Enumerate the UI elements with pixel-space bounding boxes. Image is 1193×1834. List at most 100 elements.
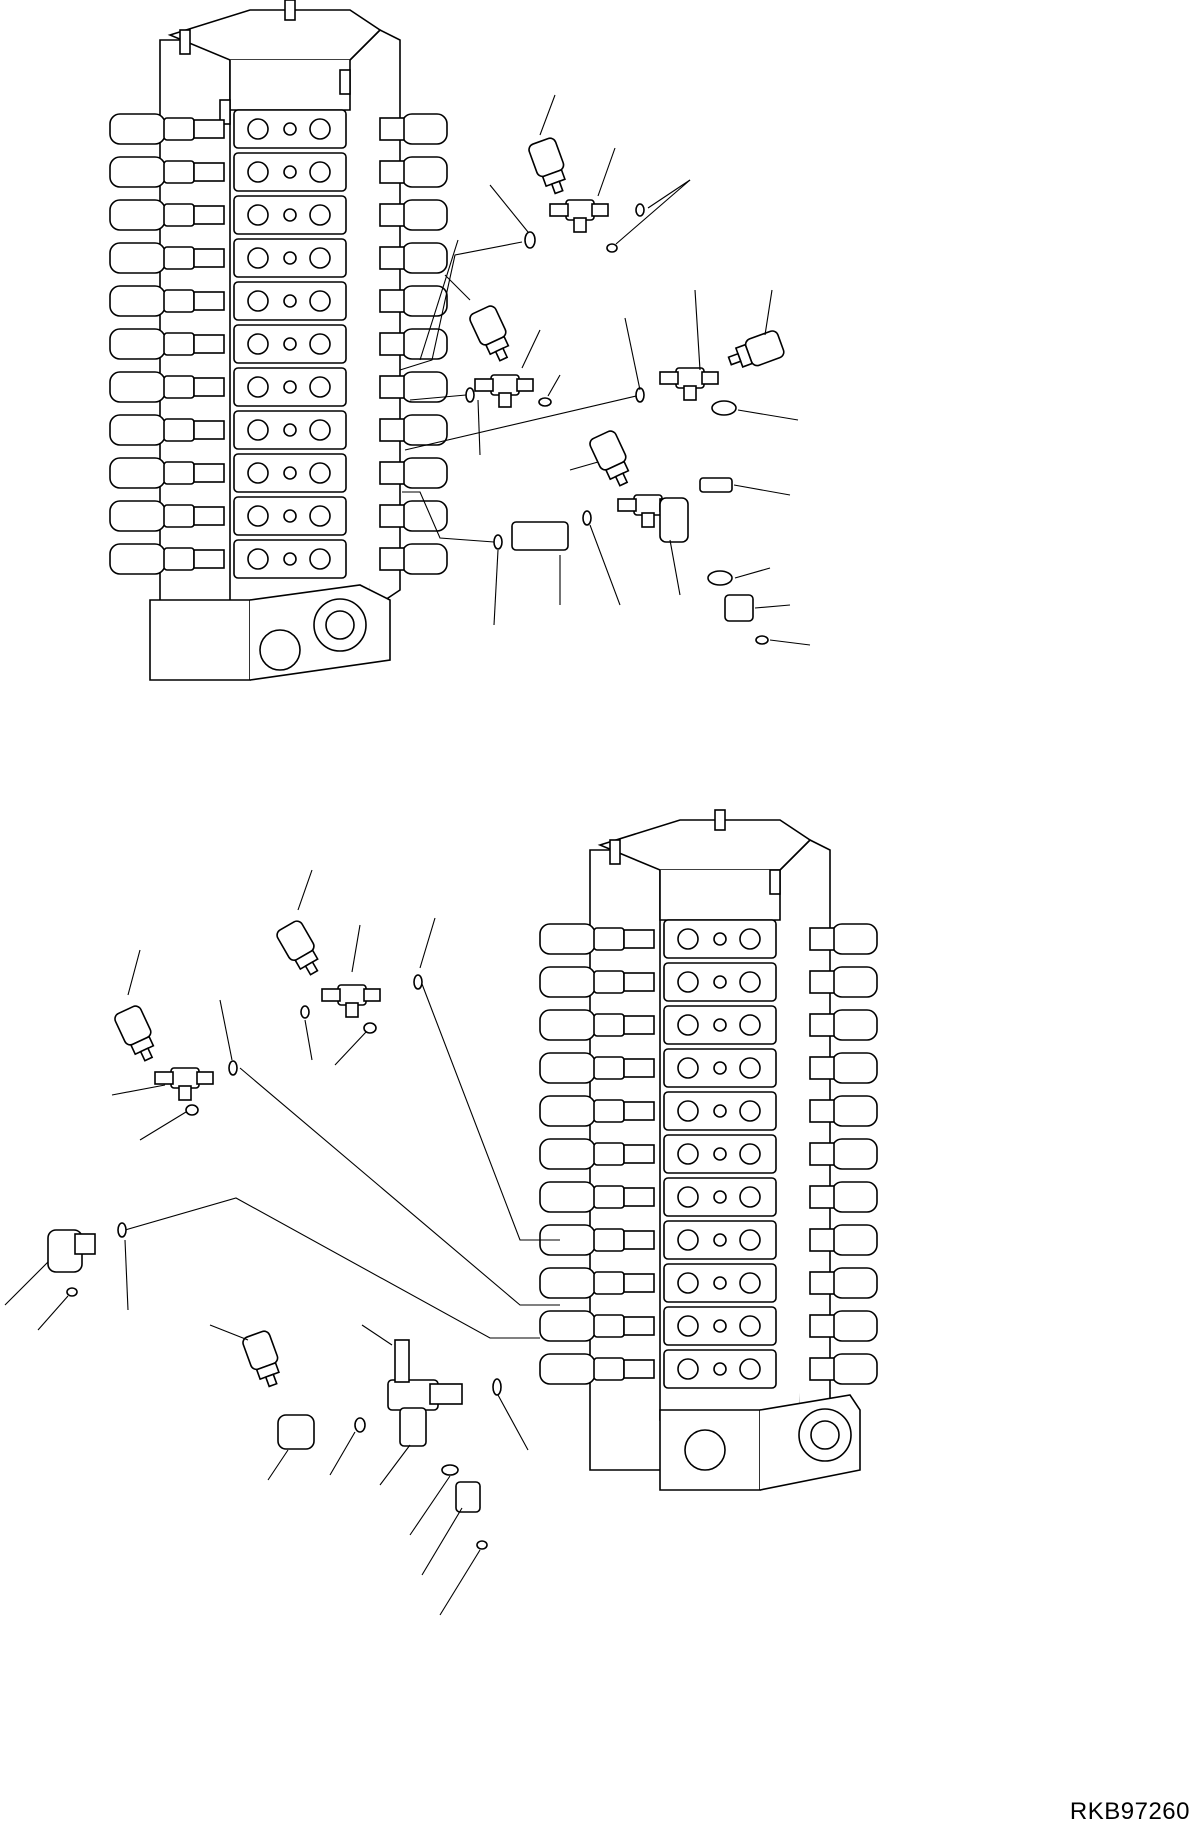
spool-neck <box>809 1271 835 1295</box>
tee-branch <box>178 1085 192 1101</box>
tee-branch <box>516 378 534 392</box>
sensor-tip <box>264 1373 278 1388</box>
spool-neck <box>809 1357 835 1381</box>
port-hole <box>309 462 331 484</box>
spool-neck <box>379 203 405 227</box>
port-hole <box>309 505 331 527</box>
connection-line <box>239 1067 560 1306</box>
tee-branch <box>701 371 719 385</box>
spool-fitting <box>593 1056 625 1080</box>
tee-branch <box>154 1071 174 1085</box>
port-hole <box>247 548 269 570</box>
spool-cap <box>831 1224 878 1256</box>
spool-neck <box>623 1359 655 1379</box>
port-hole <box>309 333 331 355</box>
spool-neck <box>809 1228 835 1252</box>
adapter <box>511 521 569 551</box>
leader-line <box>589 524 621 606</box>
leader-line <box>497 1394 529 1451</box>
o-ring <box>538 397 552 407</box>
spool-cap <box>109 285 166 317</box>
tee-branch <box>641 512 655 528</box>
leader-line <box>733 484 791 496</box>
tee-branch <box>591 203 609 217</box>
port-hole <box>713 932 727 946</box>
vent-plug <box>394 1339 410 1383</box>
leader-line <box>209 1324 249 1341</box>
port-hole <box>713 1147 727 1161</box>
port-hole <box>739 1186 761 1208</box>
elbow-hex <box>74 1233 96 1255</box>
connection-line <box>404 395 637 451</box>
port-hole <box>713 1104 727 1118</box>
spool-neck <box>193 377 225 397</box>
spool-fitting <box>593 1142 625 1166</box>
spool-neck <box>623 1230 655 1250</box>
o-ring <box>300 1005 310 1019</box>
spool-cap <box>831 1353 878 1385</box>
tee-fitting <box>565 199 595 221</box>
port-hole <box>247 290 269 312</box>
spool-neck <box>623 1101 655 1121</box>
spool-neck <box>623 1058 655 1078</box>
port-hole <box>739 1057 761 1079</box>
port-hole <box>309 204 331 226</box>
port-hole <box>283 466 297 480</box>
spool-fitting <box>593 1271 625 1295</box>
leader-line <box>569 461 599 471</box>
spool-cap <box>401 285 448 317</box>
spool-fitting <box>163 203 195 227</box>
sensor-tip <box>494 347 509 362</box>
leader-line <box>769 639 811 646</box>
port-hole <box>283 337 297 351</box>
leader-line <box>297 869 313 911</box>
leader-line <box>615 179 691 245</box>
spool-neck <box>809 1314 835 1338</box>
sensor-tip <box>304 960 319 976</box>
spool-cap <box>401 242 448 274</box>
spool-cap <box>539 923 596 955</box>
pressure-sensor <box>114 1005 155 1062</box>
leader-line <box>734 567 771 579</box>
port-hole <box>283 208 297 222</box>
spool-cap <box>831 1181 878 1213</box>
spool-cap <box>109 113 166 145</box>
tee-fitting <box>675 367 705 389</box>
leader-line <box>764 289 773 336</box>
port-hole <box>247 333 269 355</box>
port-hole <box>739 1229 761 1251</box>
spool-neck <box>379 418 405 442</box>
spool-cap <box>109 156 166 188</box>
spool-cap <box>109 199 166 231</box>
port-hole <box>283 423 297 437</box>
tee-fitting <box>490 374 520 396</box>
spool-cap <box>401 199 448 231</box>
port-hole <box>713 1190 727 1204</box>
o-ring <box>354 1417 366 1433</box>
spool-neck <box>623 1273 655 1293</box>
tee-branch <box>549 203 569 217</box>
leader-line <box>267 1449 289 1481</box>
port-hole <box>677 1100 699 1122</box>
o-ring <box>465 387 475 403</box>
port-hole <box>283 509 297 523</box>
spool-neck <box>193 506 225 526</box>
port-hole <box>677 1315 699 1337</box>
leader-line <box>127 949 141 996</box>
port-hole <box>247 247 269 269</box>
leader-line <box>124 1239 129 1311</box>
leader-line <box>694 289 701 371</box>
port-hole <box>677 928 699 950</box>
cross-branch <box>429 1383 463 1405</box>
pressure-sensor <box>242 1330 280 1388</box>
spool-fitting <box>593 1228 625 1252</box>
leader-line <box>489 184 529 233</box>
spool-fitting <box>593 1314 625 1338</box>
spool-cap <box>831 1052 878 1084</box>
connection-line <box>409 394 467 401</box>
tee-branch <box>363 988 381 1002</box>
sensor-tip <box>550 180 564 195</box>
spool-neck <box>809 1056 835 1080</box>
spool-cap <box>109 543 166 575</box>
